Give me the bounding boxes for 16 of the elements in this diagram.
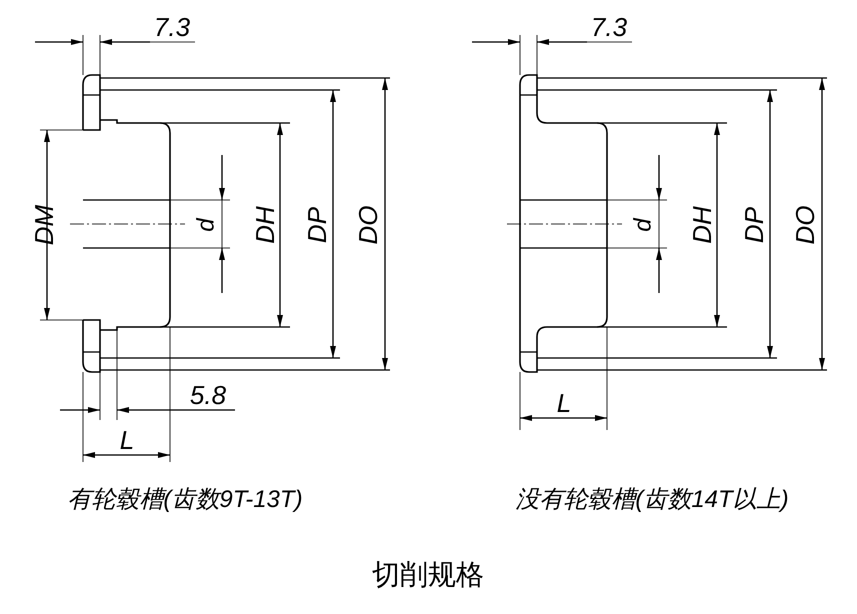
view-caption: 没有轮毂槽(齿数14T以上) [515, 486, 789, 513]
dimension-label: DH [250, 206, 280, 244]
view-caption: 有轮毂槽(齿数9T-13T) [67, 486, 303, 513]
dimension-label: DP [739, 206, 769, 244]
dimension-label: d [192, 218, 220, 232]
dimension-label: DP [302, 206, 332, 244]
dimension-label: 7.3 [590, 12, 628, 42]
dimension-label: L [120, 425, 134, 455]
dimension-label: 7.3 [154, 12, 190, 42]
dimension-label: d [630, 218, 656, 232]
dimension-label: 5.8 [190, 380, 226, 410]
dimension-label: L [556, 388, 572, 418]
dimension-label: DO [353, 206, 383, 244]
figure-caption: 切削规格 [372, 559, 484, 590]
dimension-label: DO [790, 206, 820, 244]
dimension-label: DH [687, 206, 717, 244]
